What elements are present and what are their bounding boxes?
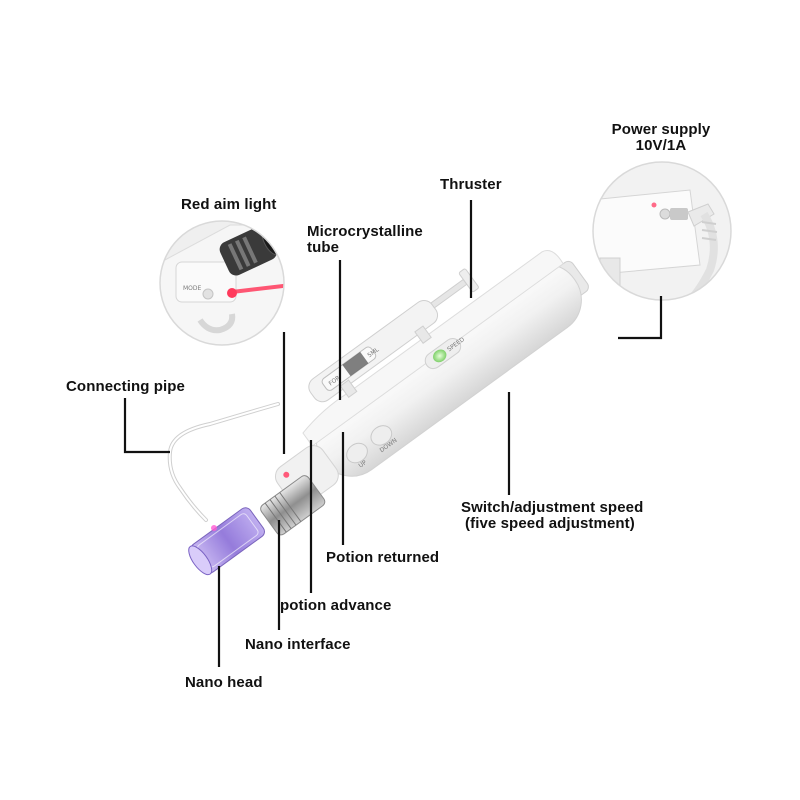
mode-printed-label: MODE (183, 285, 202, 292)
down-button-shape (370, 425, 393, 446)
microcrystalline-tube-line1: Microcrystalline (307, 223, 423, 240)
leader-lines (123, 200, 663, 667)
red-aim-light-inset: MODE (159, 220, 285, 346)
pen-body: SPEED UP DOWN FOR 5ML (274, 250, 589, 507)
nano-head-label: Nano head (185, 674, 263, 691)
nano-interface-label: Nano interface (245, 636, 351, 653)
nano-interface-shape (260, 475, 326, 536)
red-aim-light-label: Red aim light (181, 196, 277, 213)
nano-head-shape (188, 507, 265, 576)
power-supply-label: Power supply 10V/1A (596, 122, 726, 154)
microcrystalline-tube-label: Microcrystalline tube (307, 224, 423, 256)
power-supply-inset (592, 161, 732, 301)
up-printed-label: UP (357, 459, 368, 470)
thruster-label: Thruster (440, 176, 502, 193)
connecting-pipe-label: Connecting pipe (66, 378, 185, 395)
switch-speed-line1: Switch/adjustment speed (461, 499, 644, 516)
switch-speed-line2: (five speed adjustment) (465, 515, 635, 532)
microcrystalline-tube-line2: tube (307, 239, 340, 256)
switch-speed-label: Switch/adjustment speed (five speed adju… (461, 500, 643, 532)
power-supply-title: Power supply (611, 121, 711, 138)
potion-returned-label: Potion returned (326, 549, 440, 566)
potion-advance-label: potion advance (280, 597, 392, 614)
power-supply-spec: 10V/1A (635, 137, 687, 154)
up-button-shape (346, 442, 368, 464)
